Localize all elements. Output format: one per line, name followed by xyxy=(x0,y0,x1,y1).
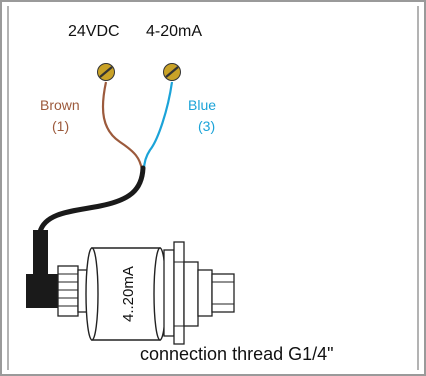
thread-port xyxy=(197,269,235,317)
wire-label-blue: Blue xyxy=(188,97,216,113)
hex-flange xyxy=(163,241,199,345)
screw-terminal-left xyxy=(97,63,115,81)
knurled-nut xyxy=(57,265,93,317)
blue-wire xyxy=(142,81,174,171)
terminal-label-24vdc: 24VDC xyxy=(68,23,120,40)
sensor-body-label: 4..20mA xyxy=(120,266,137,322)
wire-number-brown: (1) xyxy=(52,118,69,134)
screw-terminal-right xyxy=(163,63,181,81)
caption: connection thread G1/4" xyxy=(140,344,334,364)
connector-plug xyxy=(26,230,58,308)
wire-number-blue: (3) xyxy=(198,118,215,134)
cable xyxy=(37,165,146,235)
brown-wire xyxy=(101,81,144,171)
wire-label-brown: Brown xyxy=(40,97,80,113)
terminal-label-4-20ma: 4-20mA xyxy=(146,23,202,40)
